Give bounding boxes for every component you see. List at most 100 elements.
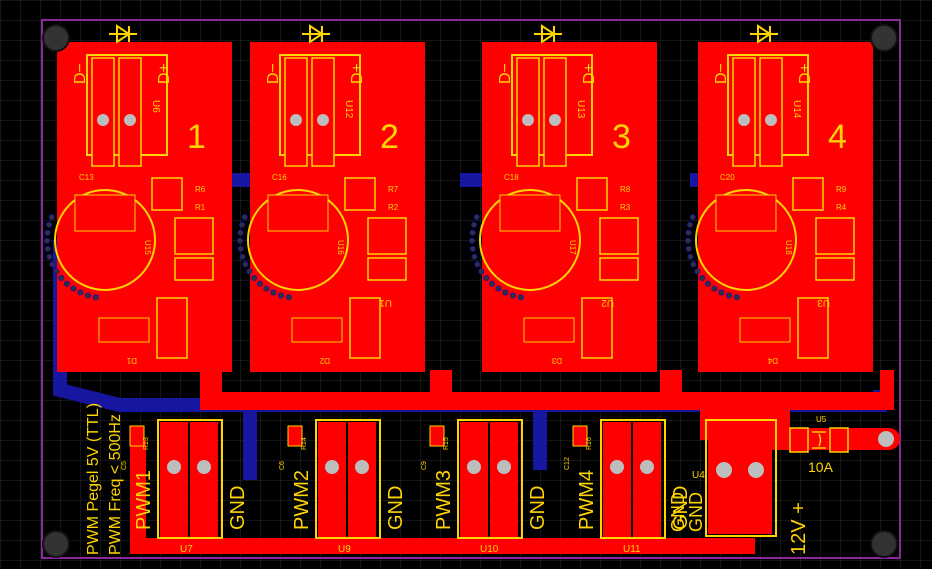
connector-pad-gnd (490, 422, 518, 537)
regulator-ref: U2 (601, 297, 614, 308)
connector-resistor (129, 425, 145, 447)
inductor-outline (695, 189, 797, 291)
connector-gnd-label: GND (227, 486, 249, 530)
module-number: 1 (187, 118, 206, 156)
note-line-2: PWM Freq < 500Hz (107, 414, 124, 555)
power-input: GND GND U4 12V + U5 10A (668, 415, 894, 555)
connector-gnd-label: GND (385, 486, 407, 530)
module-pin-hole (97, 114, 109, 126)
connector-pin-hole (497, 460, 511, 474)
fuse-ref: U5 (816, 415, 827, 424)
small-u-label: U15 (143, 240, 152, 255)
connector-outline (457, 419, 523, 539)
connector-ref: U9 (338, 544, 351, 555)
module-u-label: U6 (150, 100, 161, 113)
smd-part (151, 177, 183, 211)
power-ref: U4 (692, 470, 705, 481)
smd-part (792, 177, 824, 211)
connector-resistor (429, 425, 445, 447)
connector-pad-signal (318, 422, 346, 537)
mounting-hole-bottom-left (42, 530, 70, 558)
diode-footprint (98, 317, 150, 343)
smd-part (599, 257, 639, 281)
smd-part (815, 257, 855, 281)
cap-label: C13 (79, 173, 94, 182)
power-gnd-label-b: GND (686, 492, 706, 532)
connector-res-ref: R16 (586, 437, 593, 450)
regulator-outline (349, 297, 381, 359)
diode-footprint (523, 317, 575, 343)
pwm-notes: PWM Pegel 5V (TTL) PWM Freq < 500Hz (85, 403, 124, 555)
connector-pin-hole (167, 460, 181, 474)
smd-part (344, 177, 376, 211)
diode-footprint (291, 317, 343, 343)
via-chain (44, 214, 99, 301)
res-a-label: R8 (620, 185, 631, 194)
module-pad-plus (118, 57, 142, 167)
inductor-pad (267, 194, 329, 232)
small-u-label: U16 (336, 240, 345, 255)
connector-res-ref: R13 (143, 437, 150, 450)
via-chain (685, 214, 740, 301)
note-line-1: PWM Pegel 5V (TTL) (85, 403, 102, 555)
res-b-label: R1 (195, 203, 206, 212)
res-a-label: R6 (195, 185, 206, 194)
connector-ref: U10 (480, 544, 499, 555)
power-gnd-label-a: GND (668, 492, 688, 532)
module-pad-minus (732, 57, 756, 167)
pin-plus-label: D+ (349, 63, 366, 84)
connector-ref: U11 (623, 544, 641, 555)
res-b-label: R4 (836, 203, 847, 212)
connector-signal-label: PWM4 (576, 470, 598, 530)
connector-outline (315, 419, 381, 539)
connector-pin-hole (355, 460, 369, 474)
cap-label: C16 (272, 173, 287, 182)
connector-gnd-label: GND (527, 486, 549, 530)
diode-icon (750, 24, 778, 44)
diode-ref: D2 (319, 356, 330, 365)
smd-part (599, 217, 639, 255)
module-pin-hole (317, 114, 329, 126)
module-u-label: U13 (575, 100, 586, 119)
smd-part (367, 217, 407, 255)
regulator-outline (581, 297, 613, 359)
connector-pad-signal (460, 422, 488, 537)
inductor-outline (54, 189, 156, 291)
module-pin-hole (522, 114, 534, 126)
connector-pin-hole (640, 460, 654, 474)
res-a-label: R9 (836, 185, 847, 194)
module-pin-hole (549, 114, 561, 126)
diode-ref: D4 (767, 356, 778, 365)
module-pin-hole (738, 114, 750, 126)
small-u-label: U17 (568, 240, 577, 255)
regulator-ref: U3 (817, 297, 830, 308)
diode-footprint (739, 317, 791, 343)
connector-pin-hole (197, 460, 211, 474)
connector-pad-gnd (348, 422, 376, 537)
connector-res-ref: R15 (443, 437, 450, 450)
connector-cap-ref: C6 (279, 461, 286, 470)
connector-signal-label: PWM1 (133, 470, 155, 530)
res-a-label: R7 (388, 185, 399, 194)
via-chain (237, 214, 292, 301)
connector-pin-hole (467, 460, 481, 474)
connector-ref: U7 (180, 544, 193, 555)
connector-pad-signal (160, 422, 188, 537)
connector-resistor (287, 425, 303, 447)
connector-cap-ref: C5 (121, 461, 128, 470)
module-number: 3 (612, 118, 631, 156)
module-u-label: U14 (791, 100, 802, 119)
pin-minus-label: D− (713, 63, 730, 84)
connector-cap-ref: C12 (564, 457, 571, 470)
connector-pad-gnd (190, 422, 218, 537)
via-chain (469, 214, 524, 301)
connector-signal-label: PWM3 (433, 470, 455, 530)
inductor-pad (715, 194, 777, 232)
